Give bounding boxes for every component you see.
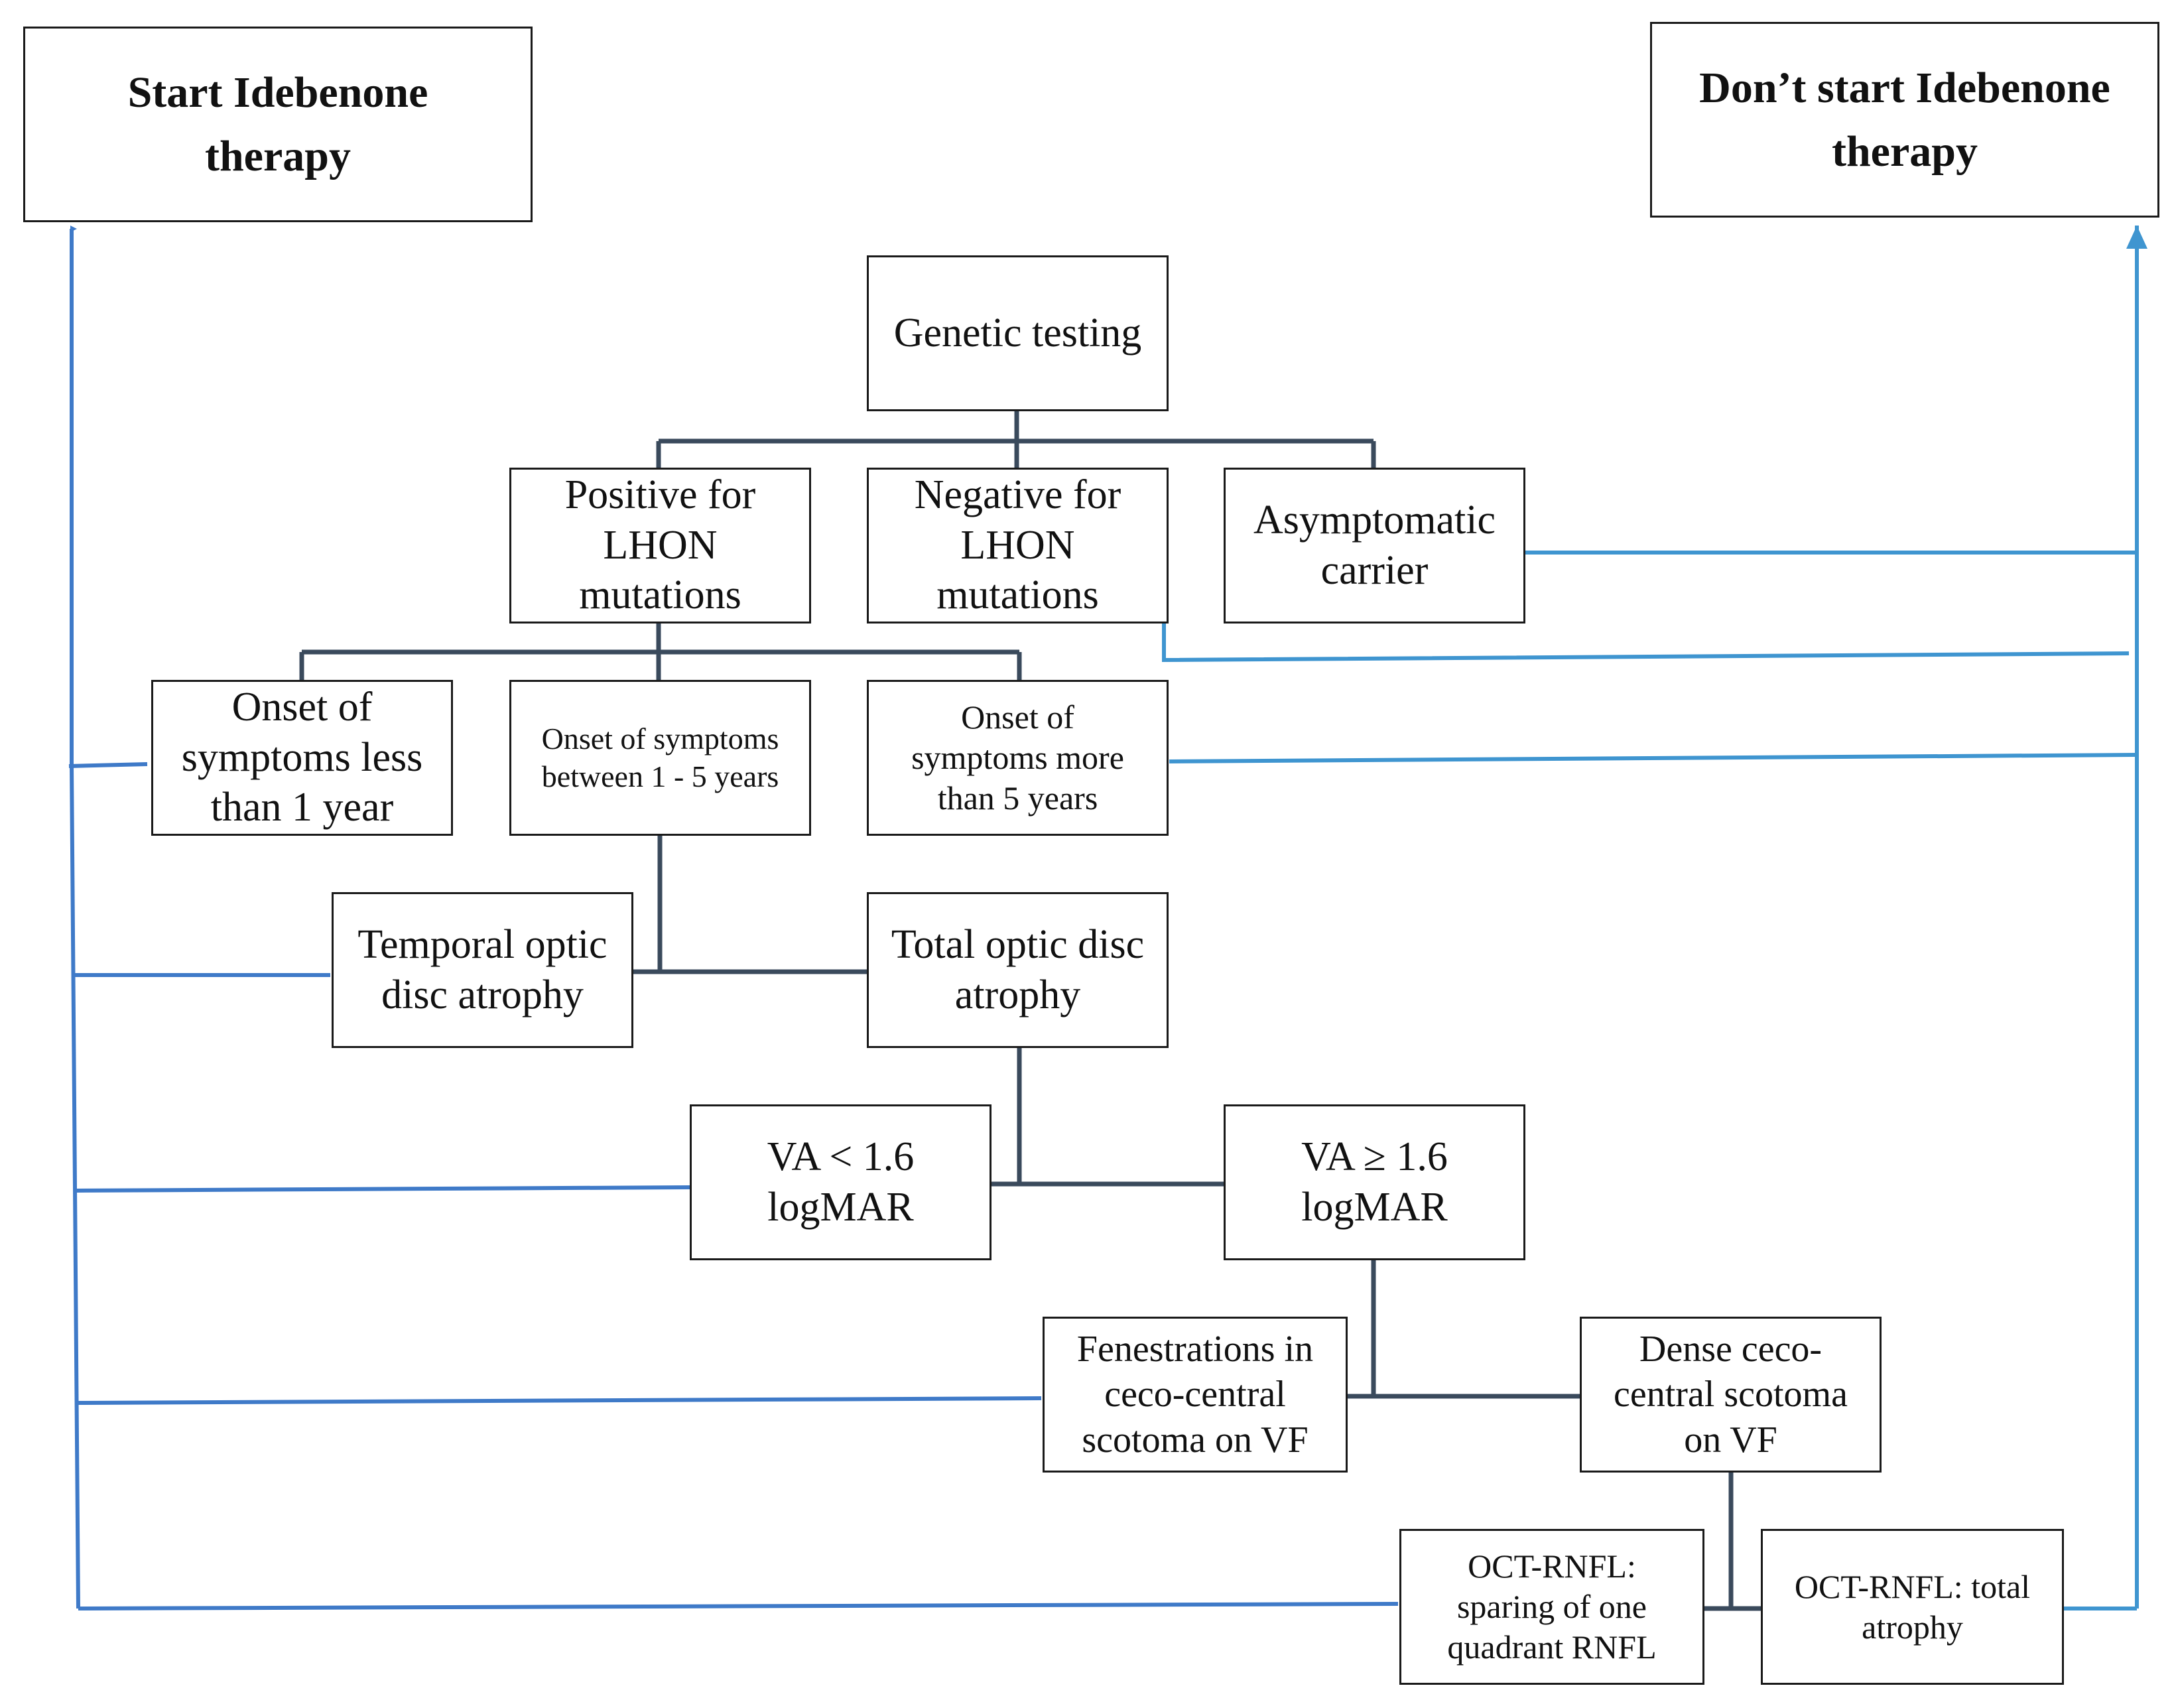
va-geq-box: VA ≥ 1.6 logMAR (1224, 1104, 1525, 1260)
va-less-label: VA < 1.6 logMAR (767, 1134, 915, 1230)
positive-lhon-label: Positive for LHON mutations (564, 472, 756, 618)
negative-lhon-box: Negative for LHON mutations (867, 468, 1169, 624)
start-therapy-box: Start Idebenone therapy (23, 27, 533, 222)
fenestrations-label: Fenestrations in ceco-central scotoma on… (1076, 1329, 1314, 1461)
positive-lhon-box: Positive for LHON mutations (509, 468, 811, 624)
asymptomatic-carrier-label: Asymptomatic carrier (1253, 497, 1496, 593)
onset-1-5-years-box: Onset of symptoms between 1 - 5 years (509, 680, 811, 836)
fenestrations-box: Fenestrations in ceco-central scotoma on… (1043, 1317, 1348, 1473)
onset-more-5-years-label: Onset of symptoms more than 5 years (911, 698, 1124, 817)
asymptomatic-carrier-box: Asymptomatic carrier (1224, 468, 1525, 624)
temporal-atrophy-box: Temporal optic disc atrophy (332, 892, 633, 1048)
start-therapy-connectors (68, 226, 1399, 1610)
onset-less-1-year-box: Onset of symptoms less than 1 year (151, 680, 453, 836)
dont-start-connectors (1162, 226, 2147, 1610)
start-therapy-label: Start Idebenone therapy (127, 68, 428, 180)
onset-less-1-year-label: Onset of symptoms less than 1 year (181, 685, 423, 830)
negative-lhon-label: Negative for LHON mutations (914, 472, 1121, 618)
dense-scotoma-label: Dense ceco- central scotoma on VF (1614, 1329, 1848, 1461)
temporal-atrophy-label: Temporal optic disc atrophy (357, 921, 607, 1018)
total-atrophy-box: Total optic disc atrophy (867, 892, 1169, 1048)
total-atrophy-label: Total optic disc atrophy (891, 921, 1145, 1018)
oct-total-box: OCT-RNFL: total atrophy (1761, 1529, 2064, 1685)
genetic-testing-label: Genetic testing (893, 310, 1142, 356)
dense-scotoma-box: Dense ceco- central scotoma on VF (1580, 1317, 1882, 1473)
oct-sparing-label: OCT-RNFL: sparing of one quadrant RNFL (1447, 1547, 1657, 1666)
va-less-box: VA < 1.6 logMAR (690, 1104, 991, 1260)
onset-1-5-years-label: Onset of symptoms between 1 - 5 years (541, 722, 779, 793)
oct-total-label: OCT-RNFL: total atrophy (1794, 1567, 2031, 1646)
va-geq-label: VA ≥ 1.6 logMAR (1301, 1134, 1448, 1230)
dont-start-therapy-label: Don’t start Idebenone therapy (1699, 63, 2110, 176)
genetic-testing-box: Genetic testing (867, 255, 1169, 411)
dont-start-therapy-box: Don’t start Idebenone therapy (1650, 22, 2159, 218)
onset-more-5-years-box: Onset of symptoms more than 5 years (867, 680, 1169, 836)
oct-sparing-box: OCT-RNFL: sparing of one quadrant RNFL (1399, 1529, 1704, 1685)
tree-connectors (299, 411, 1761, 1611)
